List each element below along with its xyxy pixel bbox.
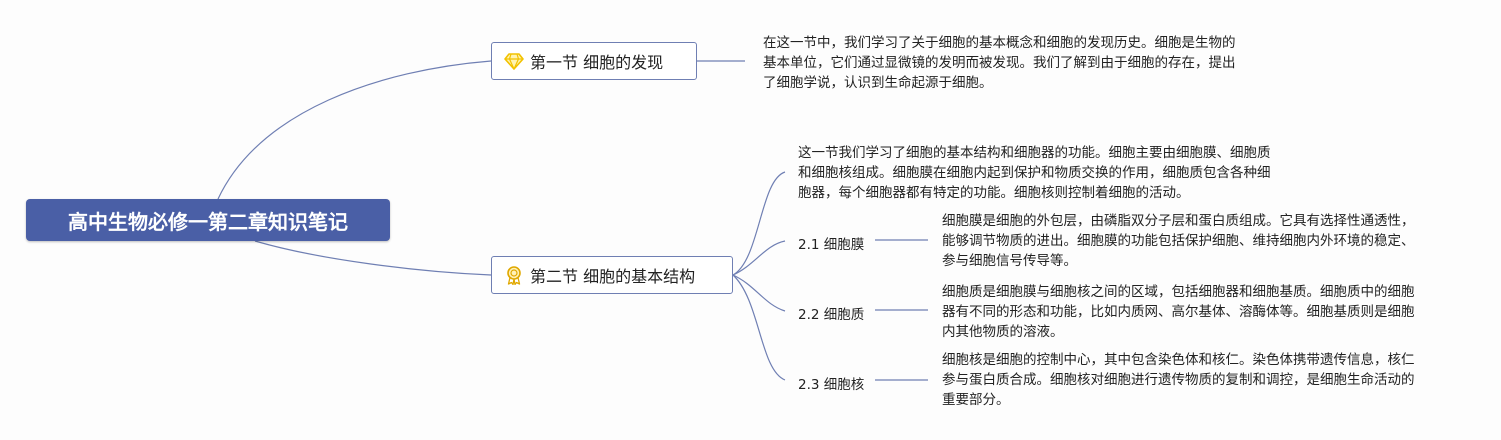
root-title: 高中生物必修一第二章知识笔记 — [68, 209, 348, 234]
note-structure: 这一节我们学习了细胞的基本结构和细胞器的功能。细胞主要由细胞膜、细胞质 和细胞核… — [798, 145, 1271, 201]
branch-label: 第一节 细胞的发现 — [530, 53, 664, 72]
subtopic-nucleus[interactable]: 2.3 细胞核 — [798, 377, 865, 393]
connector-branch2-sub2 — [732, 274, 786, 312]
connector-branch2-sub3 — [732, 274, 786, 381]
award-medal-icon — [504, 265, 524, 285]
connector-branch2-sub1 — [732, 240, 786, 276]
connector-root-branch2 — [254, 240, 492, 276]
subtopic-cell-membrane[interactable]: 2.1 细胞膜 — [798, 237, 865, 253]
detail-nucleus: 细胞核是细胞的控制中心，其中包含染色体和核仁。染色体携带遗传信息，核仁 参与蛋白… — [942, 352, 1415, 408]
detail-cytoplasm: 细胞质是细胞膜与细胞核之间的区域，包括细胞器和细胞基质。细胞质中的细胞 器有不同… — [942, 284, 1415, 340]
subtopic-cytoplasm[interactable]: 2.2 细胞质 — [798, 307, 865, 323]
note-discovery: 在这一节中，我们学习了关于细胞的基本概念和细胞的发现历史。细胞是生物的 基本单位… — [763, 35, 1236, 91]
diamond-icon — [504, 51, 524, 71]
branch-node-discovery[interactable]: 第一节 细胞的发现 — [491, 42, 697, 80]
branch-node-structure[interactable]: 第二节 细胞的基本结构 — [491, 256, 733, 294]
branch-label: 第二节 细胞的基本结构 — [530, 267, 696, 286]
connector-branch2-note — [732, 171, 786, 276]
root-node[interactable]: 高中生物必修一第二章知识笔记 — [26, 199, 390, 241]
detail-cell-membrane: 细胞膜是细胞的外包层，由磷脂双分子层和蛋白质组成。它具有选择性通透性， 能够调节… — [942, 213, 1415, 269]
connector-root-branch1 — [217, 60, 492, 200]
